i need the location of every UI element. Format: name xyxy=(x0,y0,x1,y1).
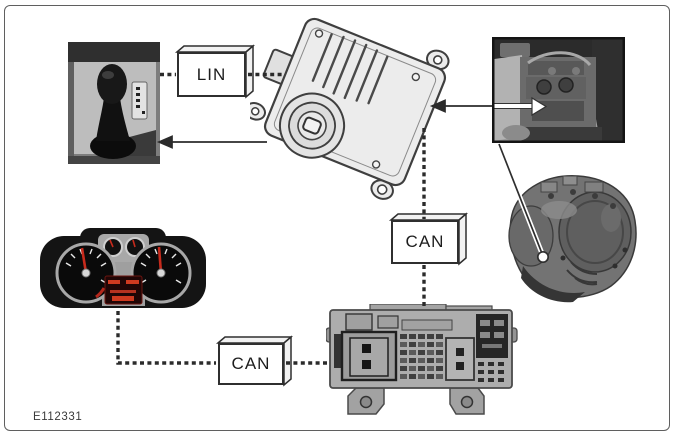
tcm-cooling-ribs xyxy=(311,33,389,105)
transmission-control-module-drawing xyxy=(250,17,450,200)
tcm-location-photo xyxy=(492,37,625,143)
automatic-transmission-render xyxy=(508,175,637,303)
can-bus-label-upper: CAN xyxy=(405,232,445,251)
lin-bus-box: LIN xyxy=(177,52,246,97)
can-bus-box-upper: CAN xyxy=(391,220,459,264)
gear-selector-photo xyxy=(68,42,160,164)
can-bus-box-lower: CAN xyxy=(218,343,284,385)
can-bus-label-lower: CAN xyxy=(231,354,271,373)
photo-pointer-arrow-head xyxy=(531,96,548,117)
lin-bus-label: LIN xyxy=(196,64,227,84)
figure-code: E112331 xyxy=(33,411,83,423)
instrument-cluster-photo xyxy=(40,228,206,308)
photo-frame xyxy=(492,37,625,143)
photo-pointer-arrow-shaft xyxy=(492,103,533,109)
central-junction-box-render xyxy=(326,304,518,415)
fuse-grid xyxy=(400,334,443,379)
